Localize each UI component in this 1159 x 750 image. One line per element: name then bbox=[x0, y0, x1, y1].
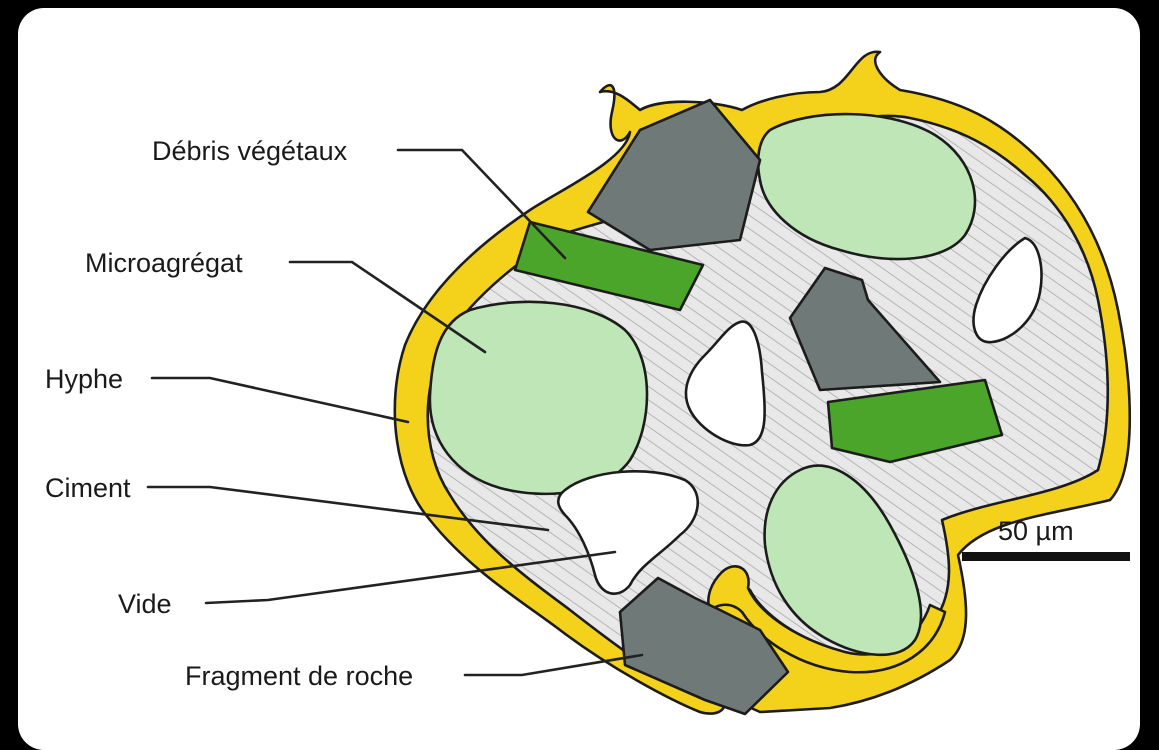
scale-bar-label: 50 µm bbox=[998, 516, 1074, 546]
scale-bar bbox=[962, 552, 1130, 561]
label-debris-vegetaux: Débris végétaux bbox=[152, 136, 348, 166]
leader-hyphe bbox=[152, 378, 408, 422]
label-ciment: Ciment bbox=[45, 473, 131, 503]
soil-aggregate-diagram: Débris végétaux Microagrégat Hyphe Cimen… bbox=[18, 8, 1140, 750]
microagregat-1 bbox=[430, 302, 647, 494]
label-vide: Vide bbox=[118, 589, 172, 619]
label-microagregat: Microagrégat bbox=[85, 248, 243, 278]
label-fragment-de-roche: Fragment de roche bbox=[185, 661, 413, 691]
label-hyphe: Hyphe bbox=[45, 364, 123, 394]
diagram-frame: Débris végétaux Microagrégat Hyphe Cimen… bbox=[18, 8, 1140, 750]
